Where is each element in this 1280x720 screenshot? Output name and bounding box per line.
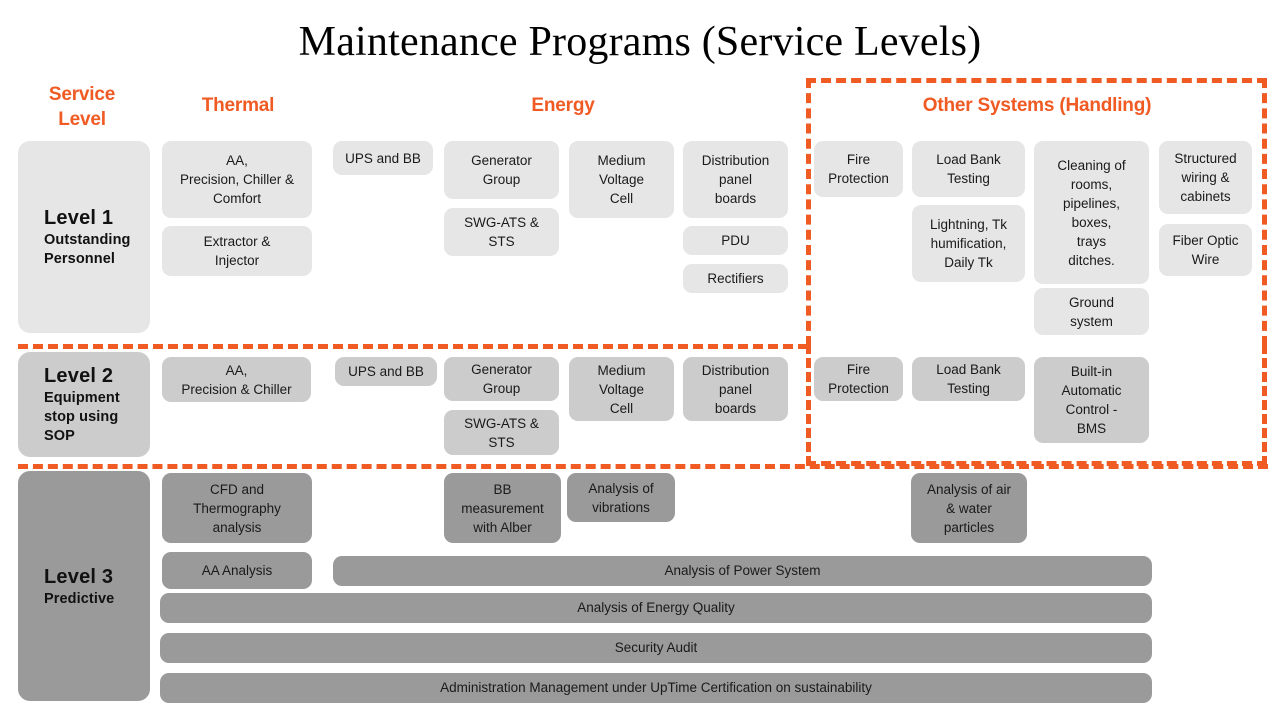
column-header-service-level: Service Level [48, 84, 116, 130]
card-l2-energy-4[interactable]: Distribution panel boards [683, 357, 788, 421]
level-3-subtitle: Predictive [44, 590, 115, 607]
card-l1-energy-5[interactable]: PDU [683, 226, 788, 255]
level-1-label-block: Level 1 Outstanding Personnel [18, 141, 150, 333]
card-l3-other-0[interactable]: Analysis of air & water particles [911, 473, 1027, 543]
card-l1-thermal-0[interactable]: AA, Precision, Chiller & Comfort [162, 141, 312, 218]
bar-security-audit[interactable]: Security Audit [160, 633, 1152, 663]
card-l1-energy-2[interactable]: SWG-ATS & STS [444, 208, 559, 256]
level-1-title: Level 1 [44, 207, 114, 229]
card-l1-thermal-1[interactable]: Extractor & Injector [162, 226, 312, 276]
card-l1-other-4[interactable]: Ground system [1034, 288, 1149, 335]
card-l2-energy-1[interactable]: Generator Group [444, 357, 559, 401]
column-header-thermal: Thermal [201, 95, 275, 116]
card-l1-energy-1[interactable]: Generator Group [444, 141, 559, 199]
bar-analysis-of-power-system[interactable]: Analysis of Power System [333, 556, 1152, 586]
page-title: Maintenance Programs (Service Levels) [298, 19, 982, 65]
level-divider-2 [18, 464, 1268, 469]
bar-analysis-of-energy-quality[interactable]: Analysis of Energy Quality [160, 593, 1152, 623]
card-l2-energy-0[interactable]: UPS and BB [335, 357, 437, 386]
column-header-other-systems: Other Systems (Handling) [922, 95, 1152, 116]
bar-administration-management[interactable]: Administration Management under UpTime C… [160, 673, 1152, 703]
card-l3-thermal-1[interactable]: AA Analysis [162, 552, 312, 589]
card-l2-other-1[interactable]: Load Bank Testing [912, 357, 1025, 401]
card-l2-energy-2[interactable]: SWG-ATS & STS [444, 410, 559, 455]
level-3-title: Level 3 [44, 565, 114, 588]
card-l1-other-2[interactable]: Lightning, Tk humification, Daily Tk [912, 205, 1025, 282]
card-l1-energy-0[interactable]: UPS and BB [333, 141, 433, 175]
column-header-energy: Energy [531, 95, 595, 116]
card-l1-other-0[interactable]: Fire Protection [814, 141, 903, 197]
card-l1-energy-6[interactable]: Rectifiers [683, 264, 788, 293]
card-l3-energy-0[interactable]: BB measurement with Alber [444, 473, 561, 543]
card-l2-other-0[interactable]: Fire Protection [814, 357, 903, 401]
card-l3-thermal-0[interactable]: CFD and Thermography analysis [162, 473, 312, 543]
level-2-title: Level 2 [44, 365, 114, 387]
level-3-label-block: Level 3 Predictive [18, 471, 150, 701]
card-l1-energy-3[interactable]: Medium Voltage Cell [569, 141, 674, 218]
level-divider-1 [18, 344, 808, 349]
level-2-label-block: Level 2 Equipment stop using SOP [18, 352, 150, 457]
card-l2-thermal-0[interactable]: AA, Precision & Chiller [162, 357, 311, 402]
card-l1-energy-4[interactable]: Distribution panel boards [683, 141, 788, 218]
card-l1-other-3[interactable]: Cleaning of rooms, pipelines, boxes, tra… [1034, 141, 1149, 284]
card-l1-other-1[interactable]: Load Bank Testing [912, 141, 1025, 197]
level-2-subtitle: Equipment stop using SOP [44, 390, 120, 444]
card-l2-other-2[interactable]: Built-in Automatic Control - BMS [1034, 357, 1149, 443]
card-l1-other-5[interactable]: Structured wiring & cabinets [1159, 141, 1252, 214]
card-l1-other-6[interactable]: Fiber Optic Wire [1159, 224, 1252, 276]
level-1-subtitle: Outstanding Personnel [44, 232, 131, 267]
card-l3-energy-1[interactable]: Analysis of vibrations [567, 473, 675, 522]
card-l2-energy-3[interactable]: Medium Voltage Cell [569, 357, 674, 421]
